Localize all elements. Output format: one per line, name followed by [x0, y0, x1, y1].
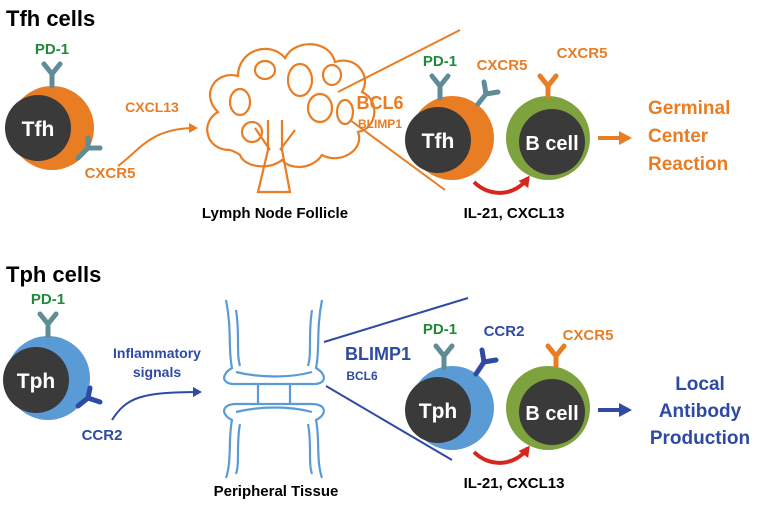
cxcl13-migration-arrow: [117, 123, 198, 167]
tfh-zoom-bcell: B cell: [506, 96, 590, 180]
tph-outcome-line-3: Production: [650, 428, 750, 449]
ccr2-receptor-icon: [473, 347, 499, 377]
tph-inflammatory-line-1: Inflammatory: [113, 345, 201, 361]
tph-zoom-line-top: [323, 297, 469, 343]
tfh-tf-primary: BCL6: [356, 93, 403, 113]
tph-outcome-line-1: Local: [675, 374, 725, 395]
tfh-outcome-line-1: Germinal: [648, 98, 730, 119]
cxcr5-receptor-icon: [75, 135, 103, 161]
inflammatory-migration-arrow: [111, 387, 202, 421]
tfh-pd1-label: PD-1: [35, 41, 69, 58]
tph-tf-secondary: BCL6: [346, 369, 378, 383]
tfh-zoom-bcell-cxcr5-label: CXCR5: [557, 45, 608, 62]
tph-zoom-tcell-label: Tph: [419, 400, 457, 423]
tfh-zoom-tcell-label: Tfh: [422, 130, 455, 153]
tfh-section-title: Tfh cells: [6, 6, 95, 31]
tfh-zoom-tcell-cxcr5-label: CXCR5: [477, 57, 528, 74]
tph-zoom-bcell: B cell: [506, 366, 590, 450]
tfh-cell: Tfh: [5, 86, 94, 170]
pd1-receptor-icon: [41, 61, 63, 89]
tph-zoom-ccr2-label: CCR2: [484, 323, 525, 340]
tph-inflammatory-line-2: signals: [133, 364, 181, 380]
tfh-tf-secondary: BLIMP1: [358, 117, 402, 131]
tfh-zoom-line-bottom: [349, 119, 446, 191]
lymph-node-follicle-icon: [206, 43, 376, 194]
tfh-zoom-pd1-label: PD-1: [423, 53, 457, 70]
tph-zoom-bcell-cxcr5-label: CXCR5: [563, 327, 614, 344]
tph-zoom-pd1-label: PD-1: [423, 321, 457, 338]
ccr2-receptor-icon: [75, 385, 103, 409]
tfh-zoom-bcell-label: B cell: [525, 133, 578, 155]
tph-pd1-label: PD-1: [31, 291, 65, 308]
tph-cell-label: Tph: [17, 370, 55, 393]
cxcr5-receptor-icon: [475, 79, 501, 107]
tfh-cxcl13-label: CXCL13: [125, 99, 179, 115]
joint-tissue-icon: [223, 299, 325, 479]
tfh-cell-label: Tfh: [22, 118, 55, 141]
tph-help-arrow: [472, 445, 530, 465]
tph-section-title: Tph cells: [6, 262, 101, 287]
pd1-receptor-icon: [433, 343, 455, 371]
lymph-node-label: Lymph Node Follicle: [202, 205, 348, 222]
tph-tf-primary: BLIMP1: [345, 344, 411, 364]
cxcr5-receptor-icon: [537, 73, 559, 99]
tph-zoom-tcell: Tph: [405, 366, 494, 450]
pd1-receptor-icon: [37, 311, 59, 339]
tfh-signals-label: IL-21, CXCL13: [464, 205, 565, 222]
tfh-outcome-line-3: Reaction: [648, 154, 728, 175]
tph-zoom-line-bottom: [325, 385, 453, 461]
cxcr5-receptor-icon: [545, 343, 567, 369]
peripheral-tissue-label: Peripheral Tissue: [214, 483, 339, 500]
tfh-help-arrow: [472, 175, 530, 195]
tph-ccr2-label: CCR2: [82, 427, 123, 444]
tfh-cxcr5-label: CXCR5: [85, 165, 136, 182]
tph-zoom-bcell-label: B cell: [525, 403, 578, 425]
tfh-outcome-line-2: Center: [648, 126, 709, 147]
tph-cell: Tph: [3, 336, 90, 420]
pd1-receptor-icon: [429, 73, 451, 101]
tfh-zoom-line-top: [337, 29, 461, 93]
tph-outcome-line-2: Antibody: [659, 401, 742, 422]
tfh-zoom-tcell: Tfh: [405, 96, 494, 180]
tph-signals-label: IL-21, CXCL13: [464, 475, 565, 492]
